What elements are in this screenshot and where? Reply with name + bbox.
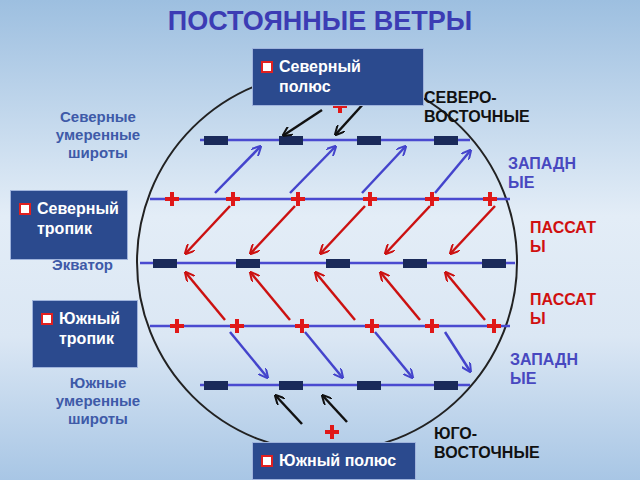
wind-name: ЗАПАДНЫЕ: [510, 350, 580, 388]
zone-label: Экватор: [52, 256, 112, 274]
globe-outline: [137, 72, 517, 452]
box-text: Северный тропик: [37, 199, 119, 239]
tropic-box: Северный тропик: [10, 190, 128, 260]
zone-label: Южные умеренные широты: [36, 374, 160, 428]
low-pressure-marks: [153, 136, 506, 390]
tropic-box: Южный тропик: [32, 300, 138, 368]
box-text: Северный полюс: [279, 57, 415, 97]
wind-name: СЕВЕРО-ВОСТОЧНЫЕ: [424, 88, 554, 126]
box-text: Южный тропик: [59, 309, 129, 349]
polar-wind-arrows: [276, 102, 365, 424]
bullet-icon: [261, 61, 273, 73]
pole-box: Северный полюс: [252, 48, 424, 106]
wind-name: ПАССАТЫ: [530, 218, 598, 256]
wind-name: ПАССАТЫ: [530, 290, 598, 328]
zone-label: Северные умеренные широты: [38, 108, 158, 162]
wind-name: ЗАПАДНЫЕ: [508, 154, 578, 192]
diagram-title: ПОСТОЯННЫЕ ВЕТРЫ: [0, 6, 640, 37]
high-pressure-marks: [165, 99, 501, 439]
latitude-lines: [140, 140, 515, 385]
bullet-icon: [41, 313, 53, 325]
bullet-icon: [19, 203, 31, 215]
westerly-wind-arrows: [215, 147, 470, 377]
pole-box: Южный полюс: [252, 442, 416, 480]
trade-wind-arrows: [186, 206, 495, 320]
bullet-icon: [261, 455, 273, 467]
box-text: Южный полюс: [279, 451, 407, 471]
wind-name: ЮГО-ВОСТОЧНЫЕ: [434, 424, 574, 462]
